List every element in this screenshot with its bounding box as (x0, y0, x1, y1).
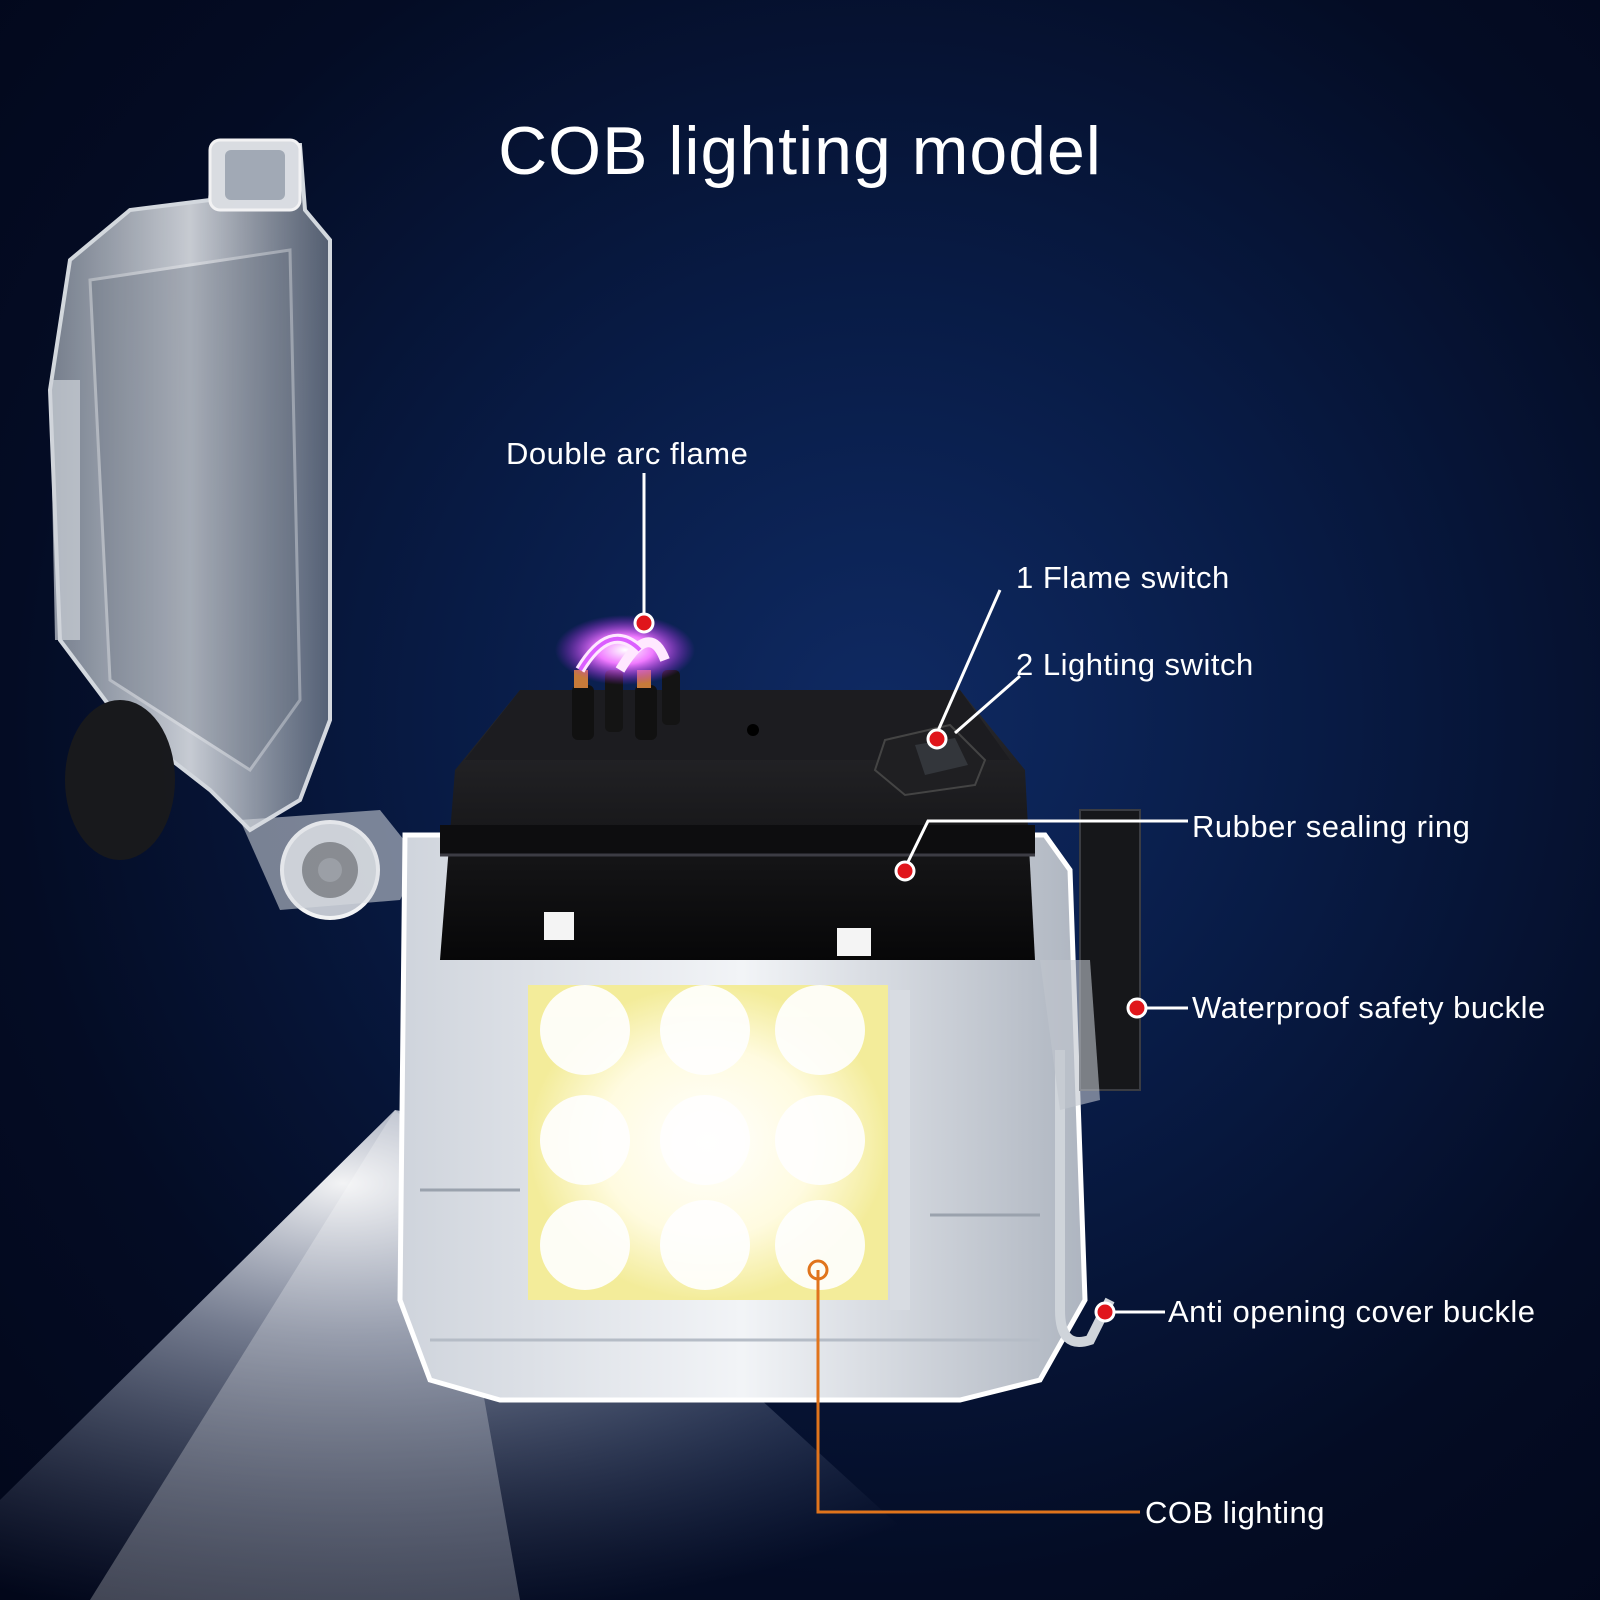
label-anti-opening-cover-buckle: Anti opening cover buckle (1168, 1294, 1536, 1329)
leader-lines (642, 473, 1188, 1314)
label-waterproof-safety-buckle: Waterproof safety buckle (1192, 990, 1546, 1025)
label-cob-lighting: COB lighting (1145, 1495, 1326, 1530)
cob-leader-line (816, 1270, 1140, 1514)
label-lighting-switch: 2 Lighting switch (1016, 647, 1254, 682)
arc-flame-glow (555, 615, 695, 685)
callout-markers (633, 612, 1148, 1323)
label-flame-switch: 1 Flame switch (1016, 560, 1230, 595)
open-lid (47, 138, 420, 920)
page-title: COB lighting model (498, 113, 1102, 189)
label-double-arc-flame: Double arc flame (506, 436, 749, 471)
lighter-body (397, 615, 1141, 1403)
label-rubber-sealing-ring: Rubber sealing ring (1192, 809, 1471, 844)
